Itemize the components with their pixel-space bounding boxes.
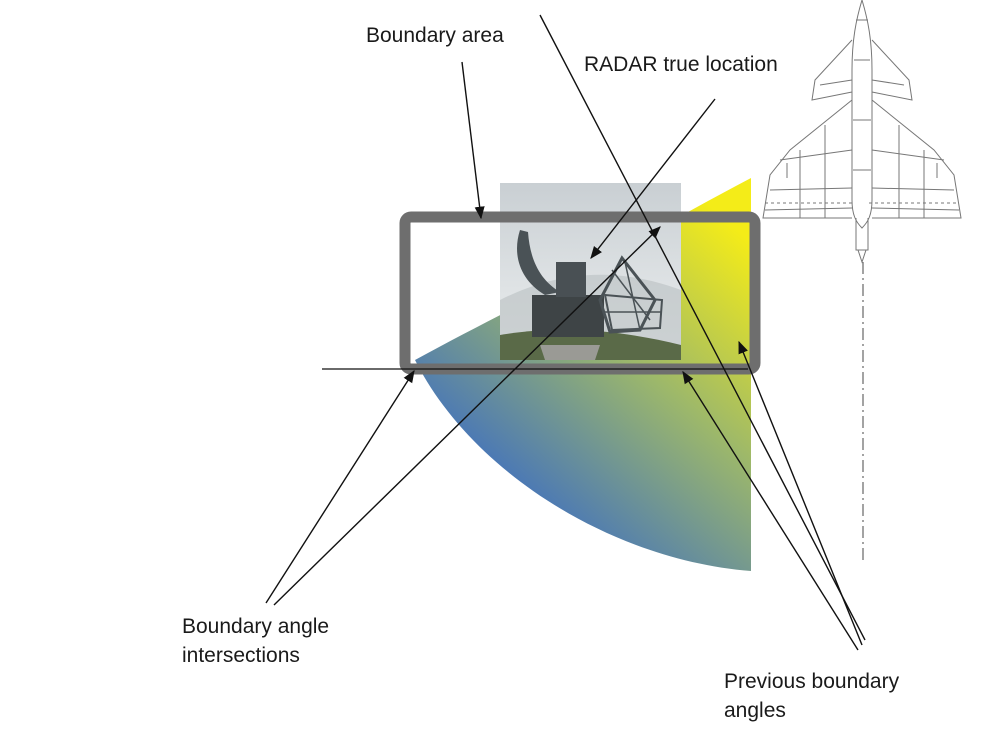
label-line: intersections <box>182 644 300 667</box>
label-line: Previous boundary <box>724 670 900 693</box>
arrow-radar-true-location <box>590 98 716 259</box>
previous-boundary-angle-line <box>539 14 866 641</box>
arrow-intersection-right <box>273 226 661 606</box>
aircraft-top-view-icon <box>762 0 962 264</box>
radar-antenna-photo-icon <box>500 183 681 360</box>
label-line: angles <box>724 699 786 722</box>
arrow-previous-angle-baseline <box>682 370 859 651</box>
label-boundary-angle-intersections: Boundary angle intersections <box>182 612 329 670</box>
label-boundary-area: Boundary area <box>366 24 504 47</box>
label-previous-boundary-angles: Previous boundary angles <box>724 667 899 725</box>
label-line: Boundary angle <box>182 615 330 638</box>
arrow-boundary-area <box>461 61 485 220</box>
arrow-intersection-left <box>265 369 415 604</box>
arrow-previous-angle-diagonal <box>738 340 863 646</box>
label-radar-true-location: RADAR true location <box>584 53 778 76</box>
